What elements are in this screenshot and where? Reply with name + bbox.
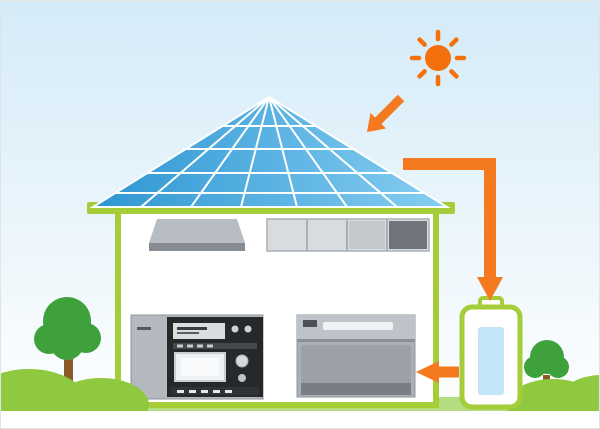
- panel-grid-line: [268, 97, 348, 207]
- button: [189, 390, 196, 393]
- sun-ray: [417, 37, 427, 47]
- appliance-knob: [231, 325, 239, 333]
- dishwasher-seam: [297, 339, 415, 342]
- sunlight-arrow: [367, 94, 405, 132]
- sun-ray: [417, 69, 427, 79]
- oven-dial: [235, 354, 249, 368]
- range-hood-base: [149, 243, 245, 251]
- dishwasher-kickplate: [301, 383, 411, 395]
- panel-grid-line: [268, 97, 398, 207]
- display-line: [177, 327, 207, 330]
- storage-battery: [459, 296, 523, 410]
- energy-flow-arrows: [367, 94, 503, 383]
- button-row: [173, 343, 257, 349]
- button: [177, 390, 184, 393]
- cabinet-handle: [137, 327, 151, 330]
- range-hood: [149, 219, 245, 243]
- roof-panels: [89, 95, 451, 208]
- second-floor: [149, 218, 430, 252]
- battery-to-house-arrowhead: [416, 361, 439, 383]
- microwave-glass: [181, 358, 219, 376]
- sun-ray: [449, 69, 459, 79]
- tree-foliage: [50, 326, 84, 360]
- house: [87, 95, 455, 408]
- solar-panel-roof: [89, 95, 451, 208]
- button: [213, 390, 220, 393]
- sun: [409, 29, 467, 87]
- appliance-display: [173, 323, 225, 339]
- tree-trunk: [64, 346, 73, 404]
- oven-dial-small: [238, 374, 246, 382]
- panel-grid-line: [190, 97, 270, 207]
- button: [225, 390, 232, 393]
- button: [197, 344, 203, 348]
- dishwasher-slot: [323, 322, 393, 330]
- tree-foliage: [547, 356, 569, 378]
- battery-charge-level: [478, 327, 504, 395]
- roof-to-battery-arrow: [403, 158, 496, 279]
- tree-left: [34, 297, 101, 404]
- dishwasher-button: [303, 320, 317, 327]
- kitchen-appliance-stack: [130, 314, 264, 400]
- sun-ray: [449, 37, 459, 47]
- display-line: [177, 332, 199, 334]
- tree-foliage: [524, 356, 546, 378]
- button: [201, 390, 208, 393]
- roof-to-battery-arrowhead: [477, 277, 503, 301]
- dishwasher: [296, 314, 416, 398]
- button: [207, 344, 213, 348]
- dishwasher-door: [301, 345, 411, 389]
- window-pane: [349, 221, 385, 249]
- button: [187, 344, 193, 348]
- window-pane-dark: [389, 221, 427, 249]
- sun-disc: [425, 45, 451, 71]
- appliance-knob: [244, 325, 252, 333]
- panel-grid-line: [140, 97, 270, 207]
- button: [177, 344, 183, 348]
- bottom-margin: [1, 411, 599, 428]
- panel-grid-line: [240, 97, 270, 207]
- panel-grid-line: [268, 97, 298, 207]
- sun-rays: [409, 29, 467, 87]
